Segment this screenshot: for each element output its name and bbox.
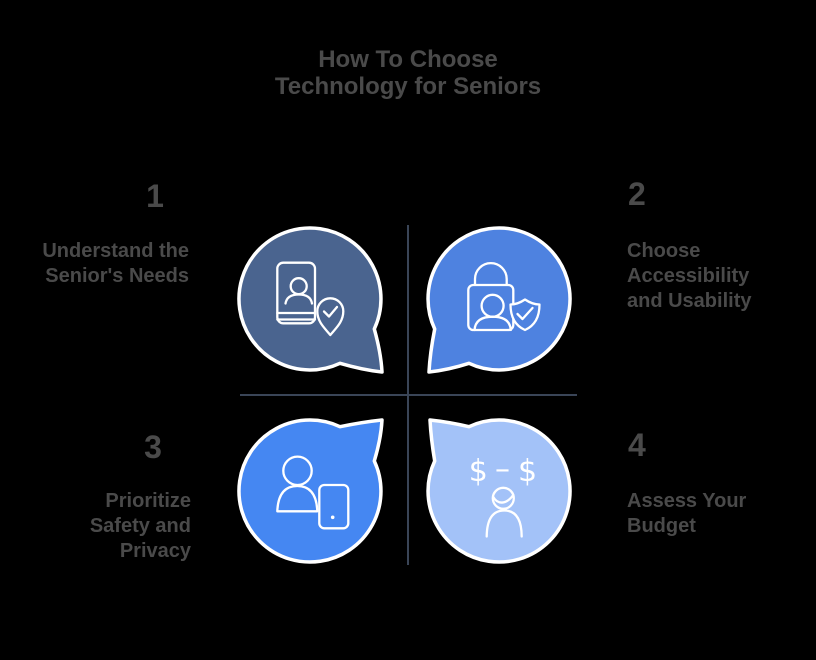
user-shoulders	[473, 315, 512, 332]
contact-shoulders	[284, 293, 314, 305]
step-3-label: Prioritize Safety and Privacy	[89, 490, 191, 562]
dollar-comparison-user-icon: $ – $	[469, 452, 537, 538]
user-shoulders	[485, 509, 523, 538]
check-mark	[516, 306, 534, 321]
lock-shackle	[473, 262, 508, 288]
step-1-label: Understand the Senior's Needs	[42, 240, 189, 287]
user-body	[276, 484, 319, 513]
phone-contact-check-pin-icon	[276, 261, 345, 337]
divider-horizontal	[240, 394, 577, 396]
dollar-dash: –	[495, 452, 510, 487]
step-2-label: Choose Accessibility and Usability	[627, 240, 752, 312]
page-title: How To Choose Technology for Seniors	[0, 46, 816, 100]
user-face-curve	[492, 493, 515, 504]
step-4-bubble: $ – $	[426, 418, 572, 564]
step-1-bubble	[237, 226, 384, 374]
step-2-bubble	[426, 226, 572, 374]
step-3-bubble	[237, 418, 384, 564]
user-tablet-icon	[276, 455, 350, 530]
tablet-home-dot	[330, 515, 335, 520]
page-title-line1: How To Choose	[318, 46, 498, 73]
phone-outline	[276, 261, 317, 325]
dollar-right: $	[518, 454, 537, 489]
speech-bubble-shape	[426, 418, 572, 564]
step-1-number: 1	[146, 178, 164, 214]
step-4-number: 4	[628, 427, 646, 463]
check-mark	[322, 305, 339, 318]
page-title-line2: Technology for Seniors	[274, 73, 542, 100]
step-4-label: Assess Your Budget	[627, 490, 747, 537]
step-3-number: 3	[144, 429, 162, 465]
lock-user-shield-icon	[467, 262, 541, 332]
dollar-left: $	[469, 454, 488, 489]
step-2-number: 2	[628, 176, 646, 212]
lock-body	[467, 283, 515, 332]
tablet-outline	[318, 483, 350, 530]
